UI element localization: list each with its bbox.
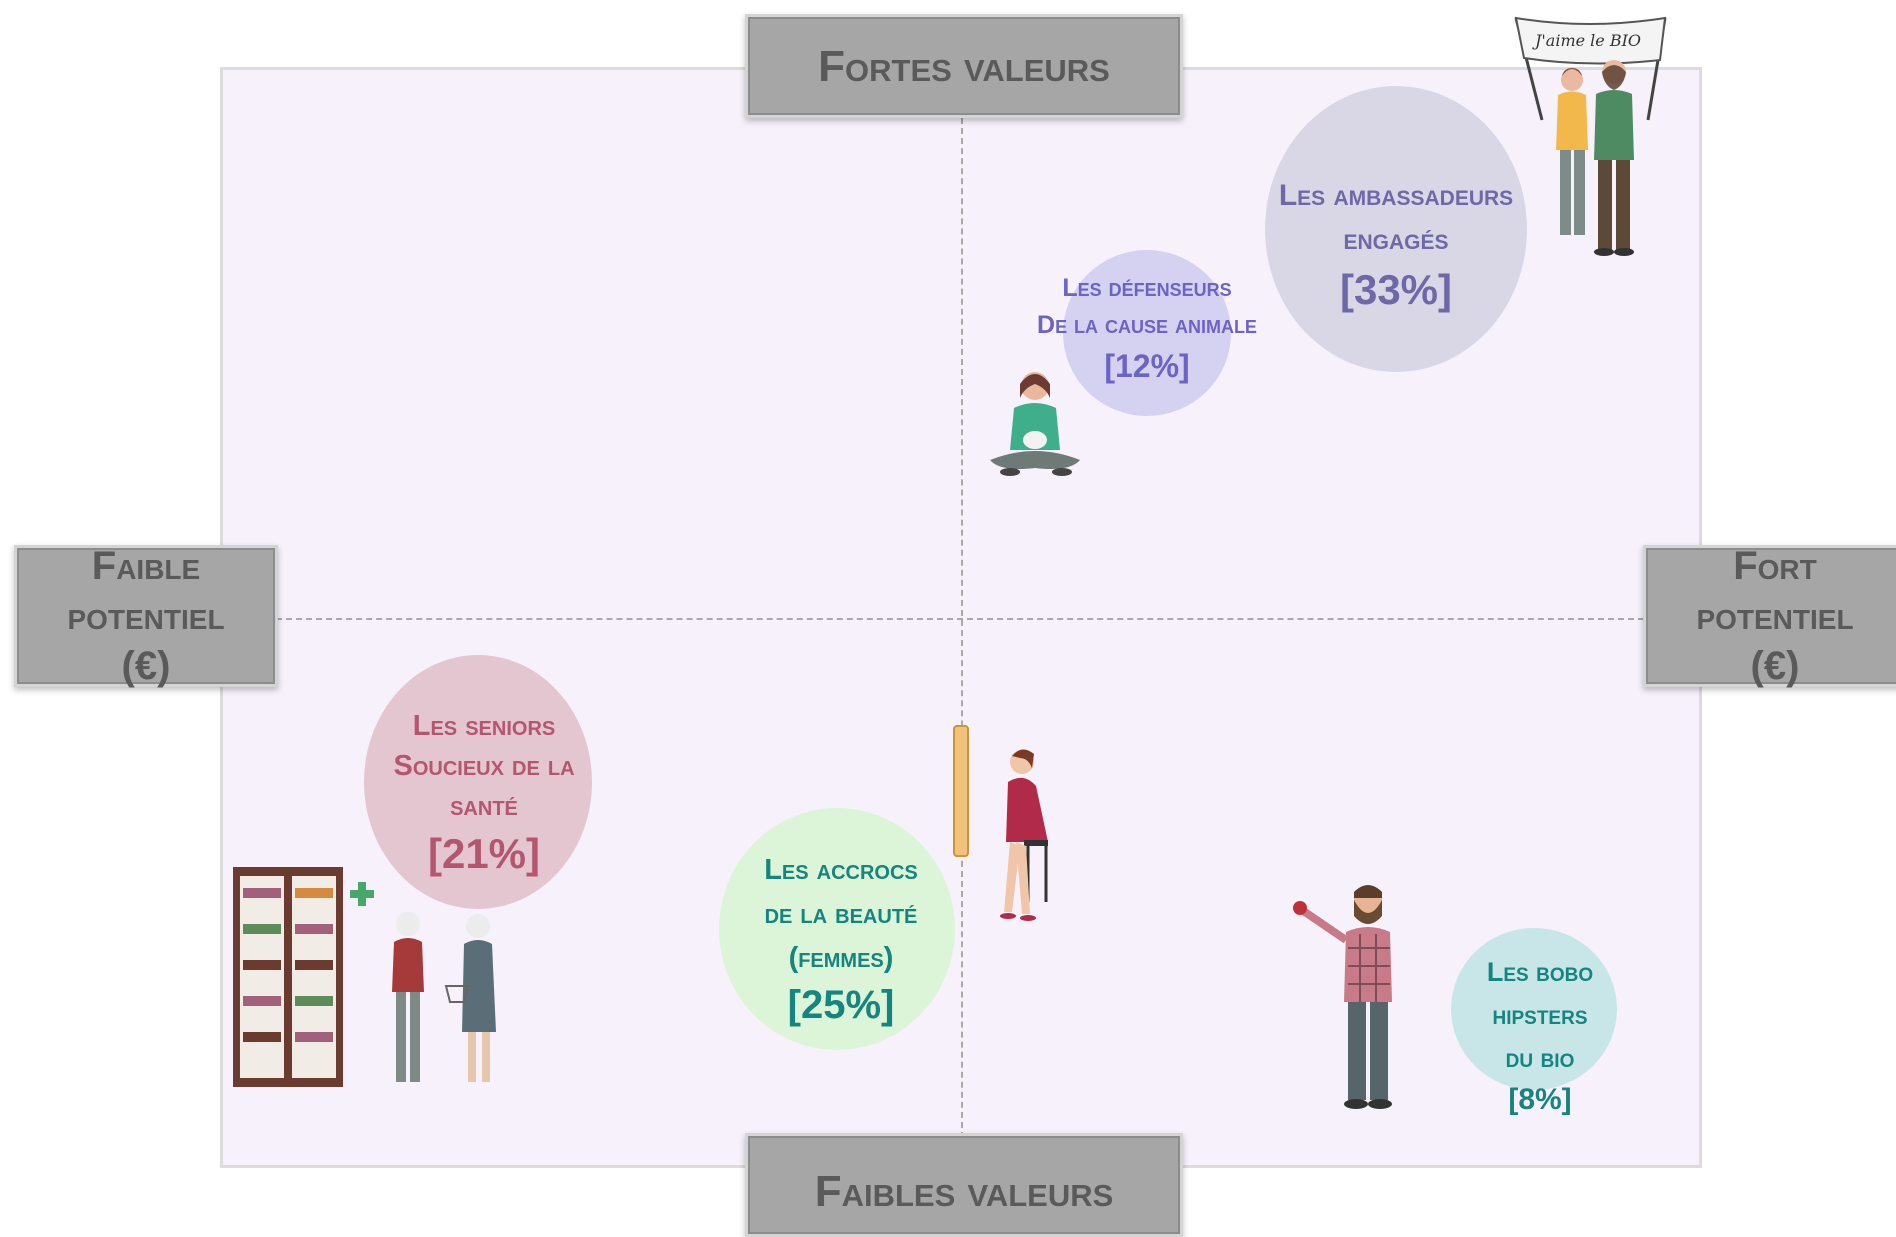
segment-name-line2: Soucieux de la [393, 750, 575, 782]
segment-percent: [25%] [787, 983, 895, 1027]
segment-name-line3: (femmes) [788, 942, 894, 974]
segment-percent: [8%] [1508, 1083, 1572, 1116]
segment-label-seniors: Les seniors Soucieux de la santé [21%] [344, 706, 624, 882]
protest-couple-icon: J'aime le BIO [1514, 16, 1667, 256]
segment-name-line2: De la cause animale [1037, 311, 1257, 339]
woman-with-cat-icon [990, 372, 1080, 476]
segment-label-defenseurs: Les défenseurs De la cause animale [12%] [1010, 270, 1284, 388]
axis-label-left-line1: Faible [91, 544, 201, 588]
segment-name-line2: engagés [1343, 223, 1449, 256]
segment-percent: [21%] [427, 830, 541, 877]
axis-label-left: Faible potentiel (€) [14, 544, 278, 688]
axis-label-left-line3: (€) [121, 644, 171, 688]
segment-bubble-ambassadeurs [1265, 86, 1527, 372]
axis-label-bottom-text: Faibles valeurs [814, 1167, 1114, 1216]
segment-name-line1: Les ambassadeurs [1278, 179, 1514, 212]
hipster-man-icon [1293, 885, 1392, 1109]
segment-percent: [12%] [1104, 348, 1190, 384]
segment-name-line1: Les seniors [412, 710, 556, 742]
axis-label-right: Fort potentiel (€) [1643, 544, 1896, 688]
segment-name-line1: Les défenseurs [1062, 274, 1232, 302]
axis-label-top-text: Fortes valeurs [818, 41, 1110, 91]
horizontal-axis-line [276, 618, 1644, 620]
segment-name-line2: hipsters [1492, 1000, 1588, 1030]
axis-label-top: Fortes valeurs [745, 14, 1183, 118]
segment-label-ambassadeurs: Les ambassadeurs engagés [33%] [1240, 174, 1552, 318]
segment-label-beaute: Les accrocs de la beauté (femmes) [25%] [700, 848, 982, 1030]
protest-sign-text: J'aime le BIO [1532, 31, 1641, 50]
segment-name-line3: du bio [1505, 1043, 1575, 1073]
segment-label-bobo: Les bobo hipsters du bio [8%] [1420, 951, 1660, 1120]
segment-name-line1: Les accrocs [764, 854, 918, 886]
segment-name-line3: santé [450, 790, 518, 822]
segment-bubble-beaute [719, 808, 955, 1050]
segment-name-line1: Les bobo [1486, 957, 1594, 987]
segment-percent: [33%] [1339, 266, 1453, 313]
axis-label-right-line1: Fort [1733, 544, 1817, 588]
vertical-axis-line [961, 118, 963, 1138]
axis-label-left-line2: potentiel [67, 594, 225, 638]
woman-at-mirror-icon [953, 725, 1048, 921]
axis-label-right-line2: potentiel [1696, 594, 1854, 638]
segment-bubble-seniors [364, 655, 592, 909]
segment-bubble-bobo [1451, 928, 1617, 1090]
segment-name-line2: de la beauté [764, 898, 918, 930]
segment-bubble-defenseurs [1063, 250, 1231, 416]
axis-label-right-line3: (€) [1750, 644, 1800, 688]
pharmacy-seniors-icon [233, 867, 496, 1087]
axis-label-bottom: Faibles valeurs [745, 1133, 1183, 1237]
